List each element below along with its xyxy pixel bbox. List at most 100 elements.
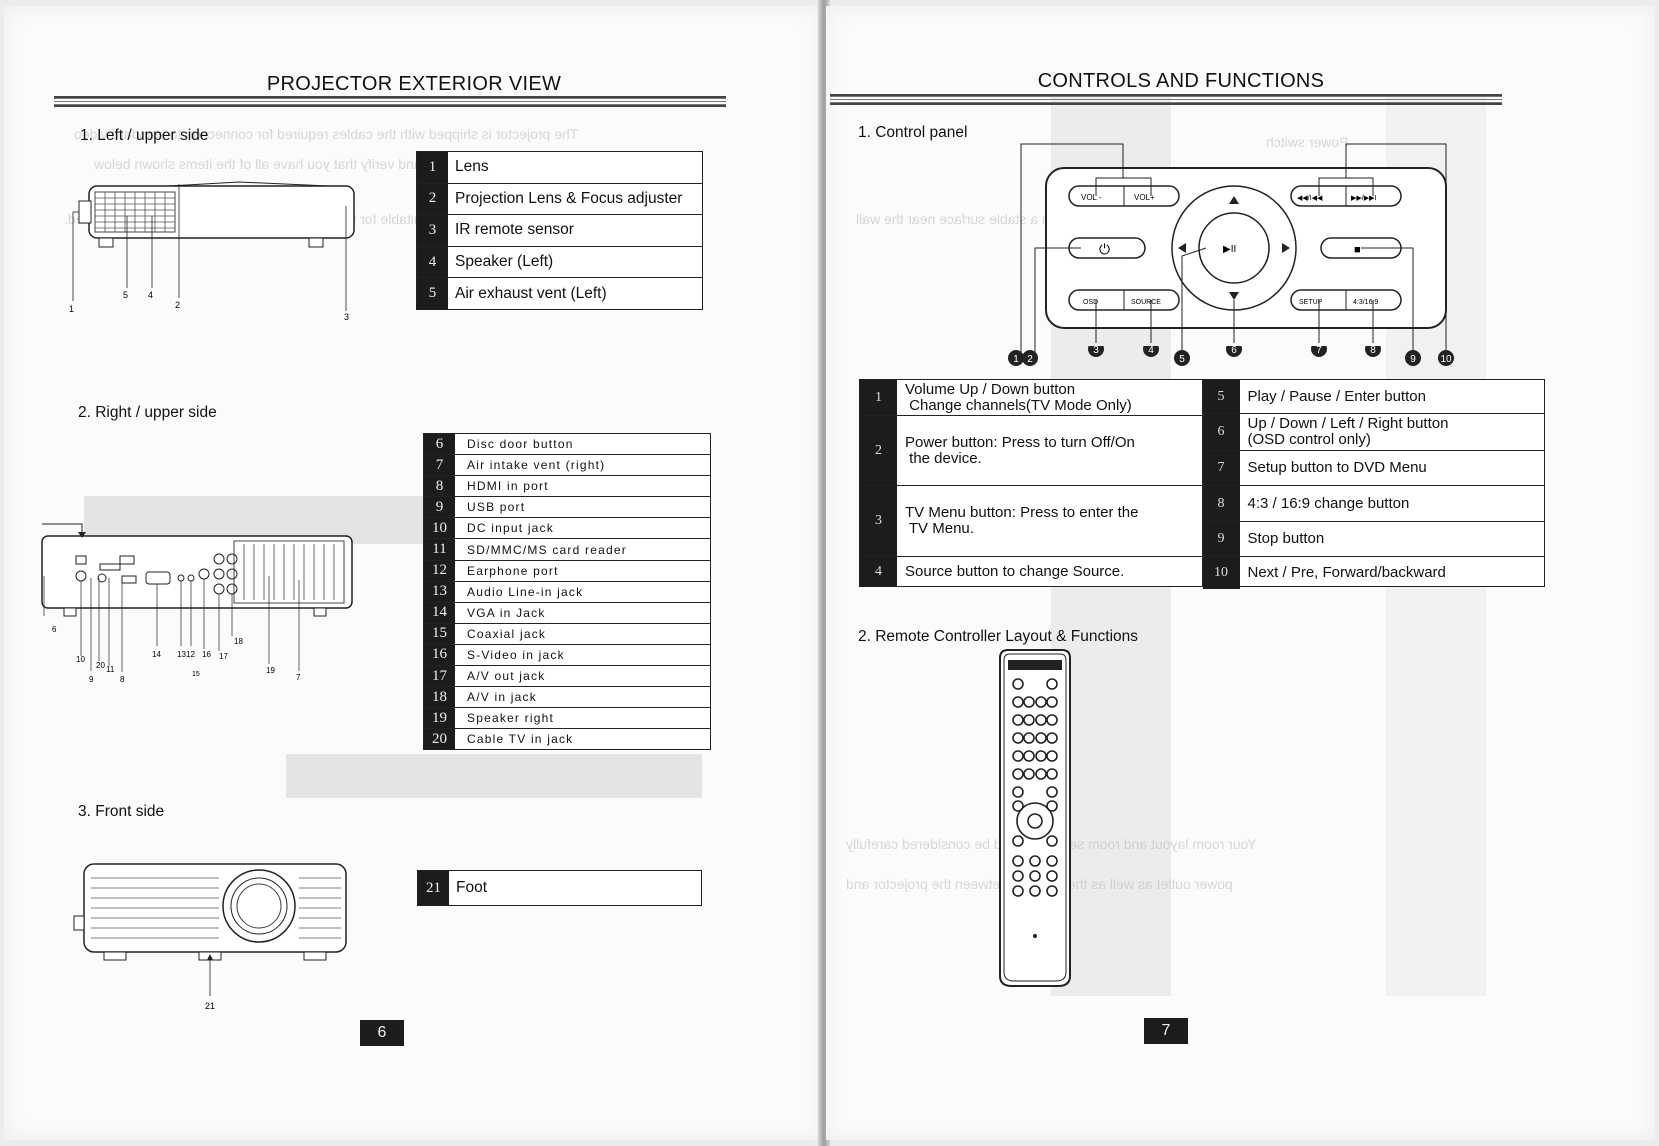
left-page: The projector is shipped with the cables… bbox=[4, 6, 822, 1140]
row-number: 9 bbox=[424, 497, 455, 518]
control-description: Source button to change Source. bbox=[897, 557, 1124, 587]
svg-text:4: 4 bbox=[1148, 346, 1154, 356]
control-description: Power button: Press to turn Off/On the d… bbox=[897, 416, 1135, 485]
row-number: 1 bbox=[860, 380, 897, 415]
aspect-label: 4:3/16:9 bbox=[1353, 299, 1378, 306]
svg-text:16: 16 bbox=[202, 650, 211, 659]
description-line: Play / Pause / Enter button bbox=[1247, 387, 1426, 405]
row-number: 13 bbox=[424, 581, 455, 602]
title-rule bbox=[54, 96, 726, 107]
row-number: 12 bbox=[424, 560, 455, 581]
row-number: 8 bbox=[1202, 486, 1240, 521]
part-label: DC input jack bbox=[467, 521, 554, 536]
vol-plus-label: VOL+ bbox=[1134, 193, 1155, 202]
part-label: A/V out jack bbox=[467, 669, 546, 684]
description-line: Stop button bbox=[1247, 530, 1325, 547]
svg-text:2: 2 bbox=[175, 300, 180, 310]
row-number: 7 bbox=[1202, 451, 1240, 485]
svg-text:5: 5 bbox=[1179, 354, 1185, 365]
part-label: Lens bbox=[455, 158, 489, 176]
projector-left-side-diagram: 1 5 4 2 3 bbox=[69, 181, 355, 322]
source-label: SOURCE bbox=[1131, 299, 1161, 306]
row-number: 7 bbox=[424, 455, 455, 476]
part-label: Speaker (Left) bbox=[455, 253, 554, 271]
part-label: Audio Line-in jack bbox=[467, 584, 584, 599]
description-line: Power button: Press to turn Off/On bbox=[905, 433, 1135, 451]
svg-text:15: 15 bbox=[192, 671, 200, 678]
table-row: 10 DC input jack bbox=[424, 517, 710, 539]
row-number: 19 bbox=[424, 708, 455, 729]
row-number: 14 bbox=[424, 602, 455, 623]
page-number: 7 bbox=[1144, 1018, 1188, 1044]
controls-column-right: 5 Play / Pause / Enter button 6 Up / Down … bbox=[1201, 380, 1544, 589]
row-number: 11 bbox=[424, 539, 455, 560]
description-line: Next / Pre, Forward/backward bbox=[1247, 564, 1446, 581]
right-page: Power switch Place the projector on a st… bbox=[826, 6, 1655, 1140]
row-number: 2 bbox=[860, 416, 897, 485]
part-label: Coaxial jack bbox=[467, 626, 547, 641]
stop-icon: ■ bbox=[1354, 244, 1361, 256]
part-label: Air exhaust vent (Left) bbox=[455, 284, 607, 302]
projector-right-side-diagram: 6 10 9 20 11 8 14 13 12 16 17 18 19 7 15 bbox=[41, 523, 353, 684]
power-icon: ⏻ bbox=[1099, 241, 1110, 257]
svg-text:21: 21 bbox=[205, 1001, 215, 1011]
svg-text:18: 18 bbox=[234, 637, 243, 646]
row-number: 16 bbox=[424, 644, 455, 666]
row-number: 18 bbox=[424, 687, 455, 708]
section-label-remote: 2. Remote Controller Layout & Functions bbox=[858, 628, 1138, 645]
part-label: HDMI in port bbox=[467, 479, 549, 494]
part-label: Projection Lens & Focus adjuster bbox=[455, 189, 683, 207]
control-description: Stop button bbox=[1240, 522, 1325, 556]
svg-text:8: 8 bbox=[120, 675, 125, 684]
table-row: 8 4:3 / 16:9 change button bbox=[1202, 485, 1544, 521]
row-number: 3 bbox=[417, 215, 448, 246]
svg-text:6: 6 bbox=[1231, 346, 1237, 356]
row-number: 1 bbox=[417, 152, 448, 183]
row-number: 4 bbox=[860, 557, 897, 587]
svg-text:1: 1 bbox=[1013, 354, 1019, 365]
section-label-control-panel: 1. Control panel bbox=[858, 124, 968, 141]
row-number: 4 bbox=[417, 246, 448, 278]
table-row: 4 Speaker (Left) bbox=[417, 245, 702, 278]
svg-text:12: 12 bbox=[186, 650, 195, 659]
part-label: USB port bbox=[467, 500, 526, 515]
svg-text:10: 10 bbox=[1440, 354, 1452, 365]
description-line: Up / Down / Left / Right button bbox=[1247, 415, 1449, 432]
description-line: Source button to change Source. bbox=[905, 563, 1125, 580]
projector-front-diagram: 21 bbox=[73, 863, 347, 1011]
row-number: 6 bbox=[1202, 414, 1240, 450]
table-row: 13 Audio Line-in jack bbox=[424, 580, 710, 602]
svg-text:7: 7 bbox=[296, 673, 301, 682]
svg-text:10: 10 bbox=[76, 655, 85, 664]
section-label-right-upper: 2. Right / upper side bbox=[78, 404, 217, 421]
description-line: TV Menu button: Press to enter the bbox=[905, 504, 1139, 521]
description-line: 4:3 / 16:9 change button bbox=[1247, 494, 1410, 512]
prev-icon: ◀◀/I◀◀ bbox=[1297, 195, 1323, 202]
next-icon: ▶▶/▶▶I bbox=[1351, 195, 1376, 202]
title-rule bbox=[830, 94, 1502, 105]
panel-callouts: 1 2 3 4 5 6 7 8 9 10 bbox=[1008, 346, 1454, 366]
row-number: 10 bbox=[424, 518, 455, 539]
svg-text:2: 2 bbox=[1027, 354, 1033, 365]
svg-text:4: 4 bbox=[148, 290, 153, 300]
svg-text:9: 9 bbox=[89, 675, 94, 684]
row-number: 5 bbox=[1202, 380, 1240, 413]
section-label-left-upper: 1. Left / upper side bbox=[80, 127, 209, 144]
